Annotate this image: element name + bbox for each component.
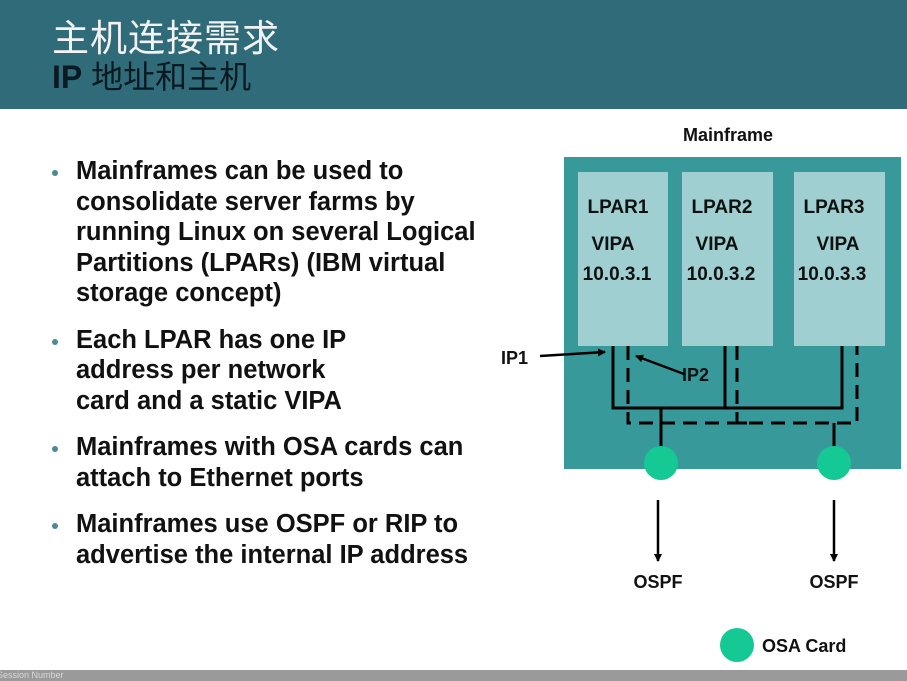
lpar-name: LPAR3 <box>804 197 865 218</box>
dashed-network <box>626 346 859 425</box>
slide-footer: Session Number <box>0 670 907 681</box>
osa-card-icon <box>817 446 851 480</box>
ospf-label: OSPF <box>633 572 682 592</box>
subtitle-ip: IP <box>52 59 83 95</box>
ip2-arrow-icon <box>635 354 685 376</box>
lpar-3: LPAR3 VIPA 10.0.3.3 <box>794 172 885 346</box>
lpar-box <box>578 172 668 346</box>
slide-header: 主机连接需求 IP 地址和主机 <box>0 0 907 109</box>
osa-card-icon <box>644 446 678 480</box>
subtitle-zh: 地址和主机 <box>91 58 252 96</box>
bullet-dot-icon <box>52 338 58 345</box>
slide-title: 主机连接需求 <box>52 17 280 60</box>
solid-network <box>611 346 844 448</box>
lpar-vipa-label: VIPA <box>817 234 860 255</box>
ospf-label: OSPF <box>809 572 858 592</box>
legend: OSA Card <box>720 628 846 662</box>
mainframe-title: Mainframe <box>683 125 773 145</box>
bullet-item: Mainframes can be used to consolidate se… <box>50 156 490 309</box>
bullet-item: Each LPAR has one IP address per network… <box>50 325 366 417</box>
lpar-2: LPAR2 VIPA 10.0.3.2 <box>682 172 773 346</box>
lpar-ip: 10.0.3.2 <box>687 264 756 285</box>
lpar-ip: 10.0.3.3 <box>798 264 867 285</box>
bullet-text: Each LPAR has one IP address per network… <box>76 325 346 415</box>
lpar-name: LPAR2 <box>692 197 753 218</box>
bullet-item: Mainframes with OSA cards can attach to … <box>50 432 490 493</box>
bullet-dot-icon <box>52 446 58 452</box>
bullet-text: Mainframes use OSPF or RIP to advertise … <box>76 510 469 569</box>
ip1-arrow-icon <box>539 348 606 358</box>
bullet-list: Mainframes can be used to consolidate se… <box>50 156 490 586</box>
lpar-1: LPAR1 VIPA 10.0.3.1 <box>578 172 668 346</box>
bullet-dot-icon <box>52 170 58 176</box>
bullet-dot-icon <box>52 523 58 529</box>
lpar-box <box>682 172 773 346</box>
lpar-name: LPAR1 <box>588 197 649 218</box>
slide-subtitle: IP 地址和主机 <box>52 52 251 98</box>
solid-bus-line <box>611 346 844 410</box>
legend-osa-card-icon <box>720 628 754 662</box>
legend-label: OSA Card <box>762 636 846 656</box>
lpar-vipa-label: VIPA <box>592 234 635 255</box>
lpar-ip: 10.0.3.1 <box>583 264 652 285</box>
bullet-item: Mainframes use OSPF or RIP to advertise … <box>50 509 490 570</box>
bullet-text: Mainframes with OSA cards can attach to … <box>76 433 464 492</box>
lpar-box <box>794 172 885 346</box>
footer-text: Session Number <box>0 670 64 680</box>
bullet-text: Mainframes can be used to consolidate se… <box>76 157 476 307</box>
ip1-label: IP1 <box>501 348 528 368</box>
lpar-vipa-label: VIPA <box>696 234 739 255</box>
ip2-label: IP2 <box>682 365 709 385</box>
